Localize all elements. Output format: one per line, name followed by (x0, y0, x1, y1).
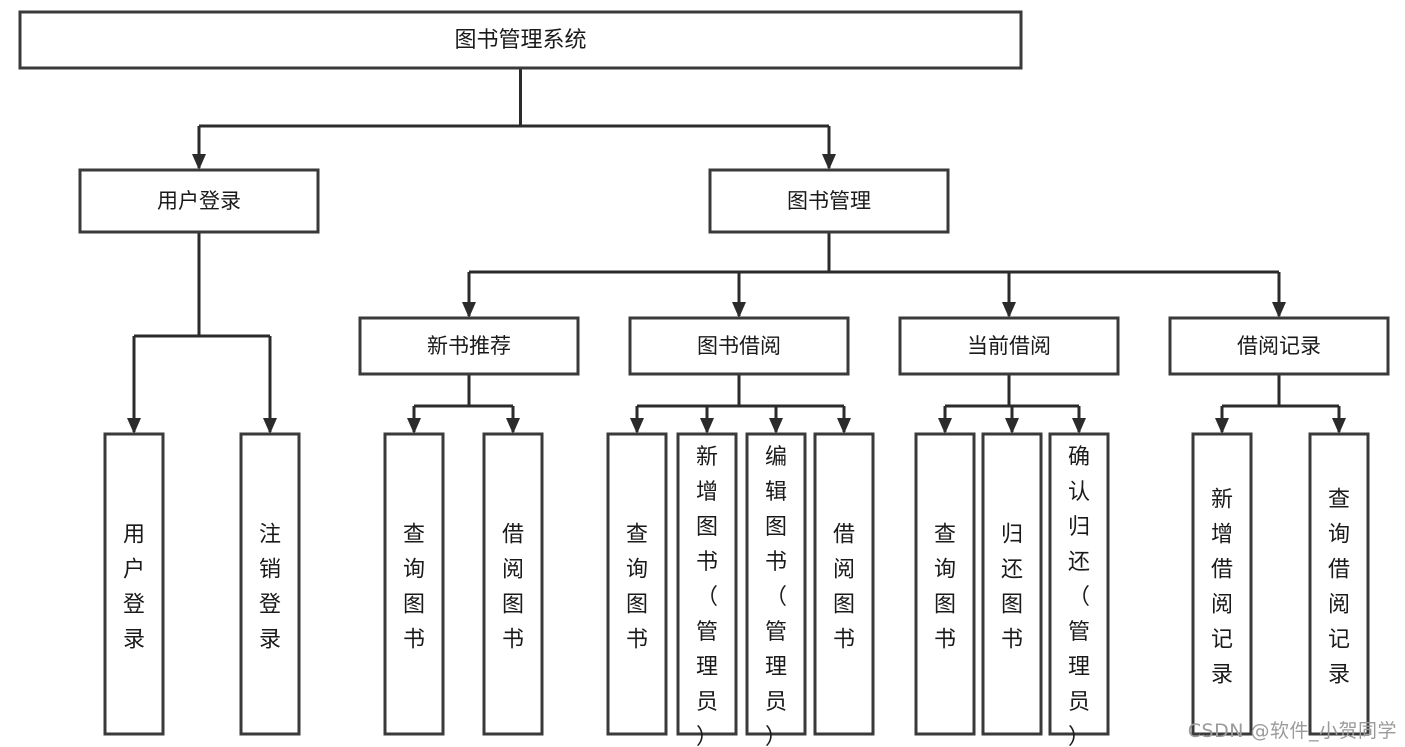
node-leaf-12-label: 查询借阅记录 (1328, 487, 1350, 687)
connector-layer (127, 68, 1346, 434)
node-level2-0-label: 用户登录 (157, 189, 241, 213)
arrow-head-icon (822, 154, 836, 170)
node-leaf-7-label: 借阅图书 (833, 522, 855, 652)
arrow-head-icon (1332, 418, 1346, 434)
arrow-head-icon (732, 302, 746, 318)
arrow-head-icon (1002, 302, 1016, 318)
node-leaf-4[interactable]: 查询图书 (606, 432, 668, 736)
node-level3-1[interactable]: 图书借阅 (628, 316, 850, 376)
node-leaf-1-label: 注销登录 (259, 522, 281, 652)
arrow-head-icon (837, 418, 851, 434)
watermark-text: CSDN @软件_小贺同学 (1187, 720, 1397, 742)
node-level3-0-label: 新书推荐 (427, 334, 511, 358)
node-leaf-6-rect (745, 432, 807, 736)
node-leaf-2-label: 查询图书 (403, 522, 425, 652)
node-root-rect (18, 10, 1023, 70)
node-level3-3-label: 借阅记录 (1237, 334, 1321, 358)
node-level3-3-rect (1168, 316, 1390, 376)
node-leaf-7[interactable]: 借阅图书 (813, 432, 875, 736)
node-leaf-5[interactable]: 新增图书（管理员） (676, 432, 738, 747)
node-leaf-9-label: 归还图书 (1001, 522, 1023, 652)
node-leaf-4-label: 查询图书 (626, 522, 648, 652)
node-level2-1-rect (708, 168, 950, 234)
arrow-head-icon (127, 418, 141, 434)
node-leaf-0-label: 用户登录 (123, 522, 145, 652)
node-root-label: 图书管理系统 (454, 28, 586, 53)
arrow-head-icon (700, 418, 714, 434)
arrow-head-icon (630, 418, 644, 434)
node-leaf-10[interactable]: 确认归还（管理员） (1048, 432, 1110, 747)
node-leaf-11-label: 新增借阅记录 (1211, 487, 1233, 687)
arrow-head-icon (938, 418, 952, 434)
node-level2-1[interactable]: 图书管理 (708, 168, 950, 234)
node-layer: 图书管理系统用户登录图书管理新书推荐图书借阅当前借阅借阅记录用户登录注销登录查询… (18, 10, 1390, 747)
node-level3-3[interactable]: 借阅记录 (1168, 316, 1390, 376)
arrow-head-icon (1072, 418, 1086, 434)
arrow-head-icon (1272, 302, 1286, 318)
node-leaf-5-rect (676, 432, 738, 736)
node-level3-2[interactable]: 当前借阅 (898, 316, 1120, 376)
arrow-head-icon (192, 154, 206, 170)
node-leaf-6[interactable]: 编辑图书（管理员） (745, 432, 807, 747)
arrow-head-icon (1005, 418, 1019, 434)
node-leaf-2[interactable]: 查询图书 (383, 432, 445, 736)
node-leaf-3[interactable]: 借阅图书 (482, 432, 544, 736)
node-level2-0[interactable]: 用户登录 (78, 168, 320, 234)
node-leaf-12[interactable]: 查询借阅记录 (1308, 432, 1370, 736)
node-leaf-8-label: 查询图书 (934, 522, 956, 652)
node-leaf-11-rect (1191, 432, 1253, 736)
node-level2-1-label: 图书管理 (787, 189, 871, 213)
node-leaf-8[interactable]: 查询图书 (914, 432, 976, 736)
node-leaf-1[interactable]: 注销登录 (239, 432, 301, 736)
node-leaf-3-rect (482, 432, 544, 736)
node-level3-2-rect (898, 316, 1120, 376)
arrow-head-icon (769, 418, 783, 434)
node-leaf-2-rect (383, 432, 445, 736)
node-leaf-9-rect (981, 432, 1043, 736)
arrow-head-icon (462, 302, 476, 318)
node-leaf-9[interactable]: 归还图书 (981, 432, 1043, 736)
arrow-head-icon (407, 418, 421, 434)
node-leaf-10-label: 确认归还（管理员） (1068, 445, 1090, 747)
node-leaf-12-rect (1308, 432, 1370, 736)
arrow-head-icon (506, 418, 520, 434)
node-level3-1-label: 图书借阅 (697, 334, 781, 358)
node-level2-0-rect (78, 168, 320, 234)
arrow-head-icon (263, 418, 277, 434)
node-leaf-0-rect (103, 432, 165, 736)
node-leaf-8-rect (914, 432, 976, 736)
arrow-head-icon (1215, 418, 1229, 434)
node-leaf-7-rect (813, 432, 875, 736)
node-level3-1-rect (628, 316, 850, 376)
node-leaf-3-label: 借阅图书 (502, 522, 524, 652)
node-leaf-11[interactable]: 新增借阅记录 (1191, 432, 1253, 736)
node-leaf-5-label: 新增图书（管理员） (696, 445, 718, 747)
node-level3-2-label: 当前借阅 (967, 334, 1051, 358)
node-leaf-4-rect (606, 432, 668, 736)
node-root[interactable]: 图书管理系统 (18, 10, 1023, 70)
node-level3-0-rect (358, 316, 580, 376)
node-level3-0[interactable]: 新书推荐 (358, 316, 580, 376)
node-leaf-1-rect (239, 432, 301, 736)
node-leaf-10-rect (1048, 432, 1110, 736)
node-leaf-6-label: 编辑图书（管理员） (765, 445, 787, 747)
node-leaf-0[interactable]: 用户登录 (103, 432, 165, 736)
